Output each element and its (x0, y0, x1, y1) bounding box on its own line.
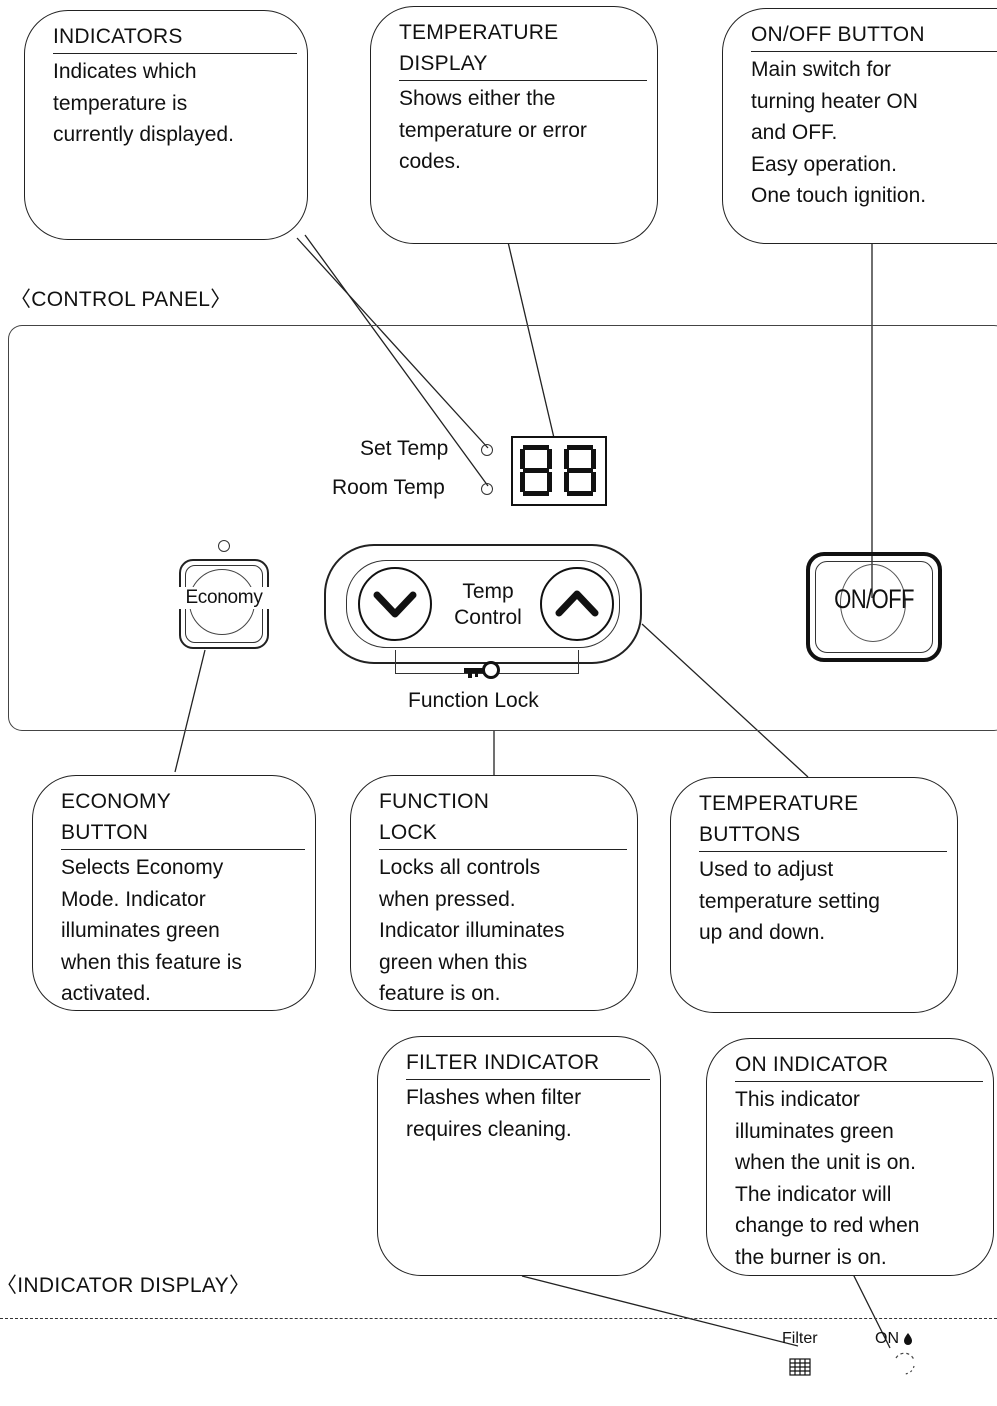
chevron-down-icon (373, 591, 417, 618)
leader-filter (521, 1275, 799, 1347)
callout-economy-button: ECONOMY BUTTON Selects Economy Mode. Ind… (32, 775, 316, 1011)
callout-indicators: INDICATORS Indicates which temperature i… (24, 10, 308, 240)
callout-body: Flashes when filter requires cleaning. (406, 1086, 582, 1141)
indicator-display-strip (0, 1318, 997, 1319)
temp-control-label: Temp Control (454, 580, 522, 629)
key-icon (464, 661, 500, 679)
filter-indicator-label: Filter (782, 1330, 818, 1347)
economy-indicator-light (218, 540, 230, 552)
room-temp-label: Room Temp (332, 476, 445, 499)
on-indicator-label: ON (875, 1330, 899, 1347)
control-panel (8, 325, 997, 731)
callout-body: This indicator illuminates green when th… (735, 1088, 920, 1269)
section-label-control-panel: 〈CONTROL PANEL〉 (10, 288, 232, 311)
room-temp-indicator-light (481, 483, 493, 495)
section-label-indicator-display: 〈INDICATOR DISPLAY〉 (0, 1274, 251, 1297)
callout-title: FUNCTION LOCK (379, 786, 627, 850)
economy-button[interactable]: Economy (177, 559, 271, 649)
callout-body: Used to adjust temperature setting up an… (699, 858, 880, 944)
economy-button-label: Economy (177, 587, 271, 609)
seven-segment-digits (520, 445, 596, 496)
callout-on-off-button: ON/OFF BUTTON Main switch for turning he… (722, 8, 997, 244)
callout-title: TEMPERATURE BUTTONS (699, 788, 947, 852)
temp-control-group: Temp Control (324, 544, 642, 664)
callout-body: Locks all controls when pressed. Indicat… (379, 856, 565, 1005)
temperature-display (511, 436, 607, 506)
callout-title: ON/OFF BUTTON (751, 19, 997, 52)
callout-function-lock: FUNCTION LOCK Locks all controls when pr… (350, 775, 638, 1011)
set-temp-indicator-light (481, 444, 493, 456)
callout-body: Main switch for turning heater ON and OF… (751, 58, 927, 207)
set-temp-label: Set Temp (360, 437, 449, 460)
temp-up-button[interactable] (540, 567, 614, 641)
chevron-up-icon (555, 590, 599, 617)
callout-filter-indicator: FILTER INDICATOR Flashes when filter req… (377, 1036, 661, 1276)
callout-title: FILTER INDICATOR (406, 1047, 650, 1080)
on-indicator-light (895, 1352, 915, 1375)
callout-on-indicator: ON INDICATOR This indicator illuminates … (706, 1038, 994, 1276)
callout-title: ON INDICATOR (735, 1049, 983, 1082)
callout-temperature-display: TEMPERATURE DISPLAY Shows either the tem… (370, 6, 658, 244)
callout-temperature-buttons: TEMPERATURE BUTTONS Used to adjust tempe… (670, 777, 958, 1013)
on-off-button-label: ON/OFF (834, 584, 914, 614)
callout-body: Shows either the temperature or error co… (399, 87, 587, 173)
filter-grid-icon (789, 1358, 811, 1376)
callout-body: Indicates which temperature is currently… (53, 60, 234, 146)
flame-icon (904, 1333, 912, 1345)
callout-body: Selects Economy Mode. Indicator illumina… (61, 856, 242, 1005)
callout-title: TEMPERATURE DISPLAY (399, 17, 647, 81)
function-lock-label: Function Lock (408, 689, 539, 712)
callout-title: INDICATORS (53, 21, 297, 54)
on-off-button[interactable]: ON/OFF (806, 552, 942, 662)
temp-down-button[interactable] (358, 567, 432, 641)
callout-title: ECONOMY BUTTON (61, 786, 305, 850)
